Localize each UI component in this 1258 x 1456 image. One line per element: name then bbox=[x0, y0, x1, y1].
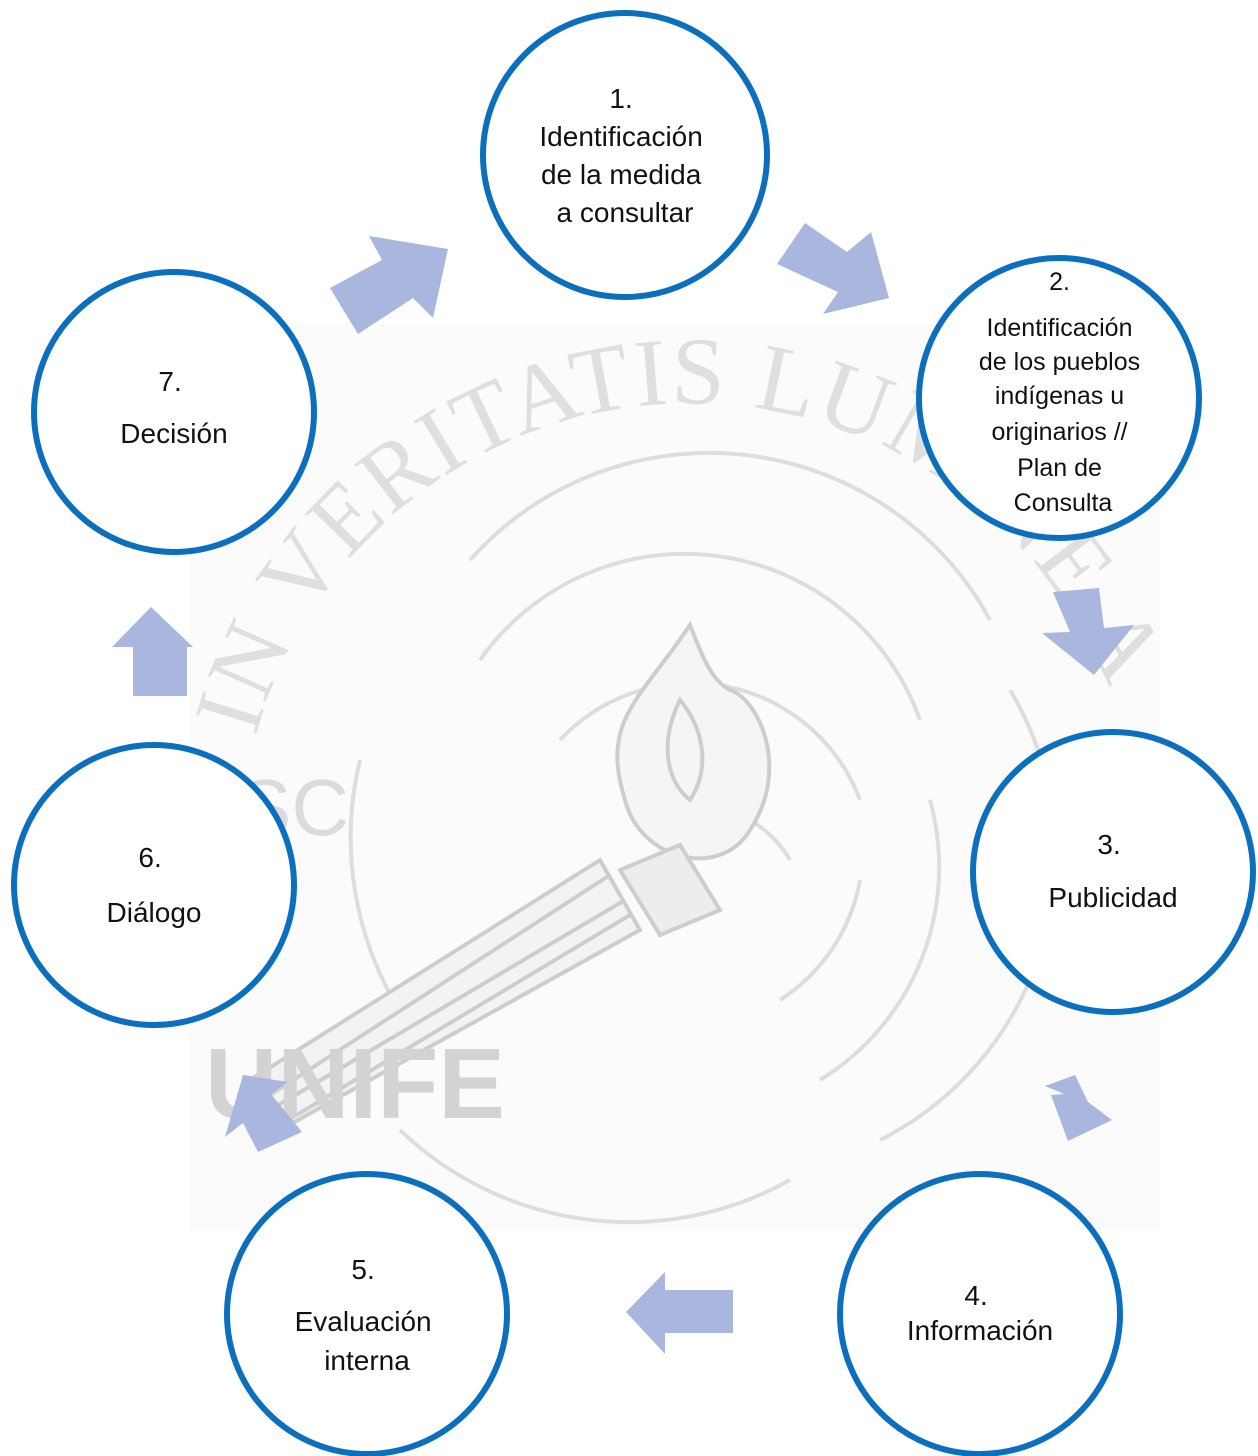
flow-arrows bbox=[112, 223, 1134, 1354]
step-6-circle bbox=[11, 742, 297, 1028]
step-1-node: 1. Identificación de la medida a consult… bbox=[480, 10, 770, 300]
arrow-up-right-icon bbox=[330, 236, 448, 334]
step-7-label: 7. Decisión bbox=[120, 366, 227, 449]
step-1-circle bbox=[480, 10, 770, 300]
step-2-label: 2. Identificación de los pueblos indígen… bbox=[979, 268, 1147, 517]
cycle-steps: 1. Identificación de la medida a consult… bbox=[11, 10, 1256, 1456]
step-7-circle bbox=[31, 269, 317, 555]
step-2-node: 2. Identificación de los pueblos indígen… bbox=[916, 255, 1202, 541]
torch-emblem bbox=[247, 620, 772, 1133]
step-5-label: 5. Evaluación interna bbox=[295, 1254, 440, 1376]
arrow-left-icon bbox=[626, 1272, 733, 1354]
step-4-label: 4. Información bbox=[907, 1280, 1053, 1346]
step-3-node: 3. Publicidad bbox=[970, 729, 1256, 1015]
step-4-circle bbox=[837, 1171, 1123, 1456]
step-3-label: 3. Publicidad bbox=[1048, 829, 1177, 913]
step-2-circle bbox=[916, 255, 1202, 541]
arrow-down-icon bbox=[1045, 1075, 1112, 1141]
step-6-label: 6. Diálogo bbox=[107, 842, 202, 928]
arrow-up-icon bbox=[112, 607, 193, 696]
step-1-label: 1. Identificación de la medida a consult… bbox=[539, 83, 710, 228]
step-6-node: 6. Diálogo bbox=[11, 742, 297, 1028]
arrow-down-icon bbox=[1042, 588, 1134, 675]
arrow-right-down-icon bbox=[777, 223, 889, 314]
step-5-node: 5. Evaluación interna bbox=[224, 1171, 510, 1456]
arrow-up-left-icon bbox=[225, 1075, 302, 1152]
step-7-node: 7. Decisión bbox=[31, 269, 317, 555]
step-5-circle bbox=[224, 1171, 510, 1456]
step-3-circle bbox=[970, 729, 1256, 1015]
step-4-node: 4. Información bbox=[837, 1171, 1123, 1456]
